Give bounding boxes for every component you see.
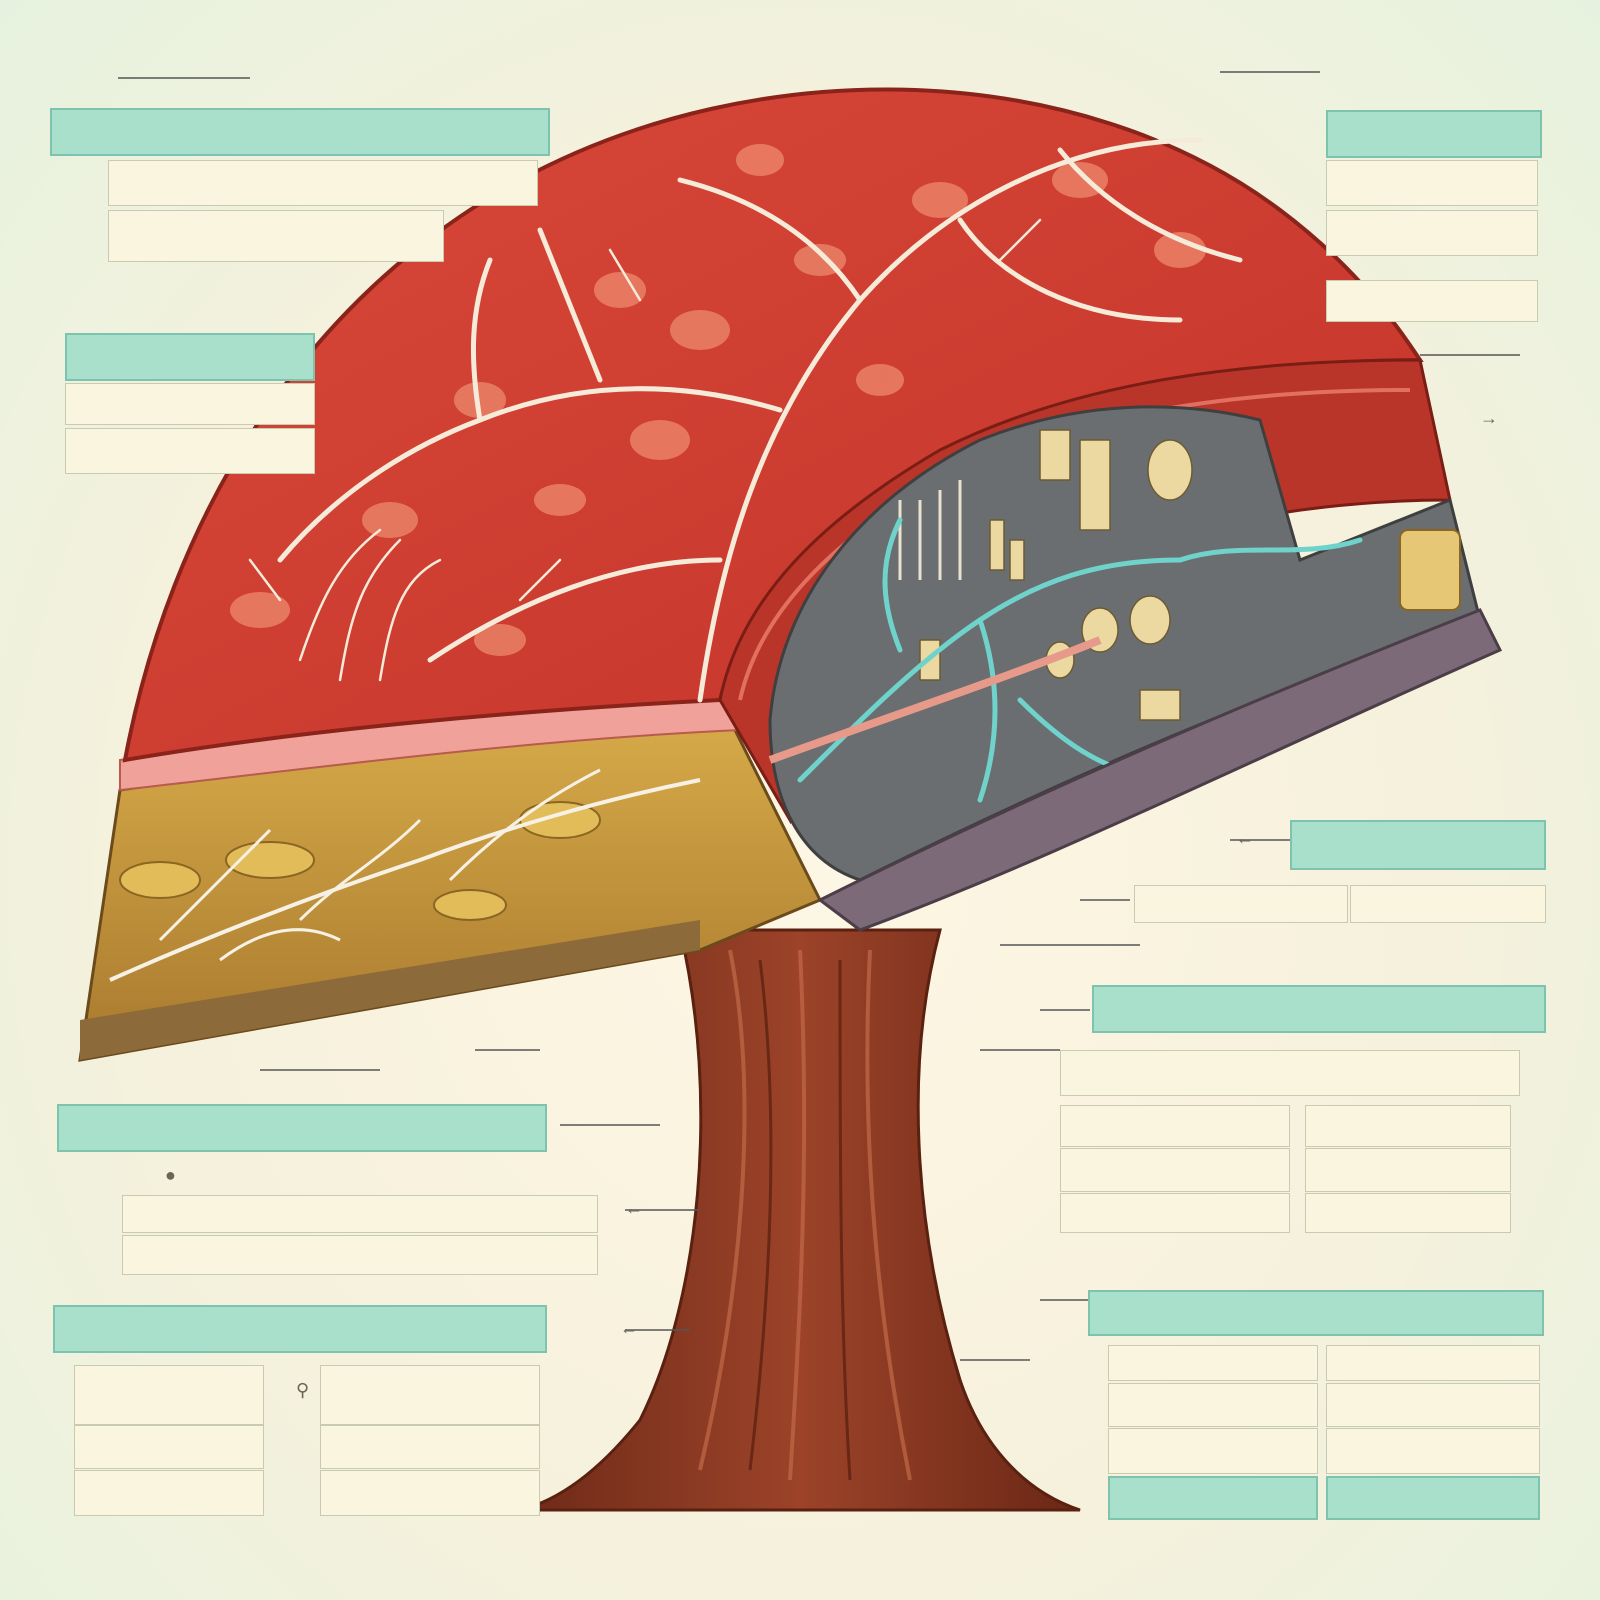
label-header-2 [65,333,315,381]
label-row-2b [65,428,315,474]
label-row-5b [1060,1105,1290,1147]
label-header-6 [57,1104,547,1152]
pin-icon: ⚲ [296,1380,310,1400]
trunk [519,928,1081,1512]
label-row-1b [108,210,444,262]
label-row-3a [1326,160,1538,206]
label-row-8e [1108,1428,1318,1474]
label-row-7a [74,1365,264,1425]
label-header-4 [1290,820,1546,870]
label-row-3b [1326,210,1538,256]
label-row-7d [320,1365,540,1425]
label-header-3 [1326,110,1542,158]
label-row-8f [1326,1428,1540,1474]
fat-layer [78,698,823,1062]
label-row-5g [1305,1193,1511,1233]
label-row-5d [1060,1148,1290,1192]
label-row-4a [1134,885,1348,923]
label-row-7f [320,1470,540,1516]
dot-icon: ● [165,1165,176,1185]
label-row-5c [1305,1105,1511,1147]
label-row-5e [1305,1148,1511,1192]
arrow-left-icon: ← [625,1198,643,1218]
label-row-8d [1326,1383,1540,1427]
label-row-4b [1350,885,1546,923]
arrow-right-icon: → [1480,408,1498,428]
leader-lines [118,71,1520,1361]
arrow-left-icon: ← [620,1318,638,1338]
label-row-2a [65,383,315,425]
label-row-1a [108,160,538,206]
arrow-left-icon: ← [1236,828,1254,848]
lower-ledge [817,608,1503,932]
label-row-8a [1108,1345,1318,1381]
label-row-8b [1326,1345,1540,1381]
label-header-5 [1092,985,1546,1033]
label-header-7 [53,1305,547,1353]
label-row-8h [1326,1476,1540,1520]
label-row-5f [1060,1193,1290,1233]
label-header-8 [1088,1290,1544,1336]
fat-nodule [1399,529,1461,611]
label-row-7e [320,1425,540,1469]
label-row-6b [122,1235,598,1275]
label-header-1 [50,108,550,156]
label-row-7b [74,1425,264,1469]
label-row-8c [1108,1383,1318,1427]
label-row-8g [1108,1476,1318,1520]
label-row-6a [122,1195,598,1233]
label-row-3c [1326,280,1538,322]
label-row-7c [74,1470,264,1516]
label-row-5a [1060,1050,1520,1096]
inner-cavity [768,405,1482,882]
